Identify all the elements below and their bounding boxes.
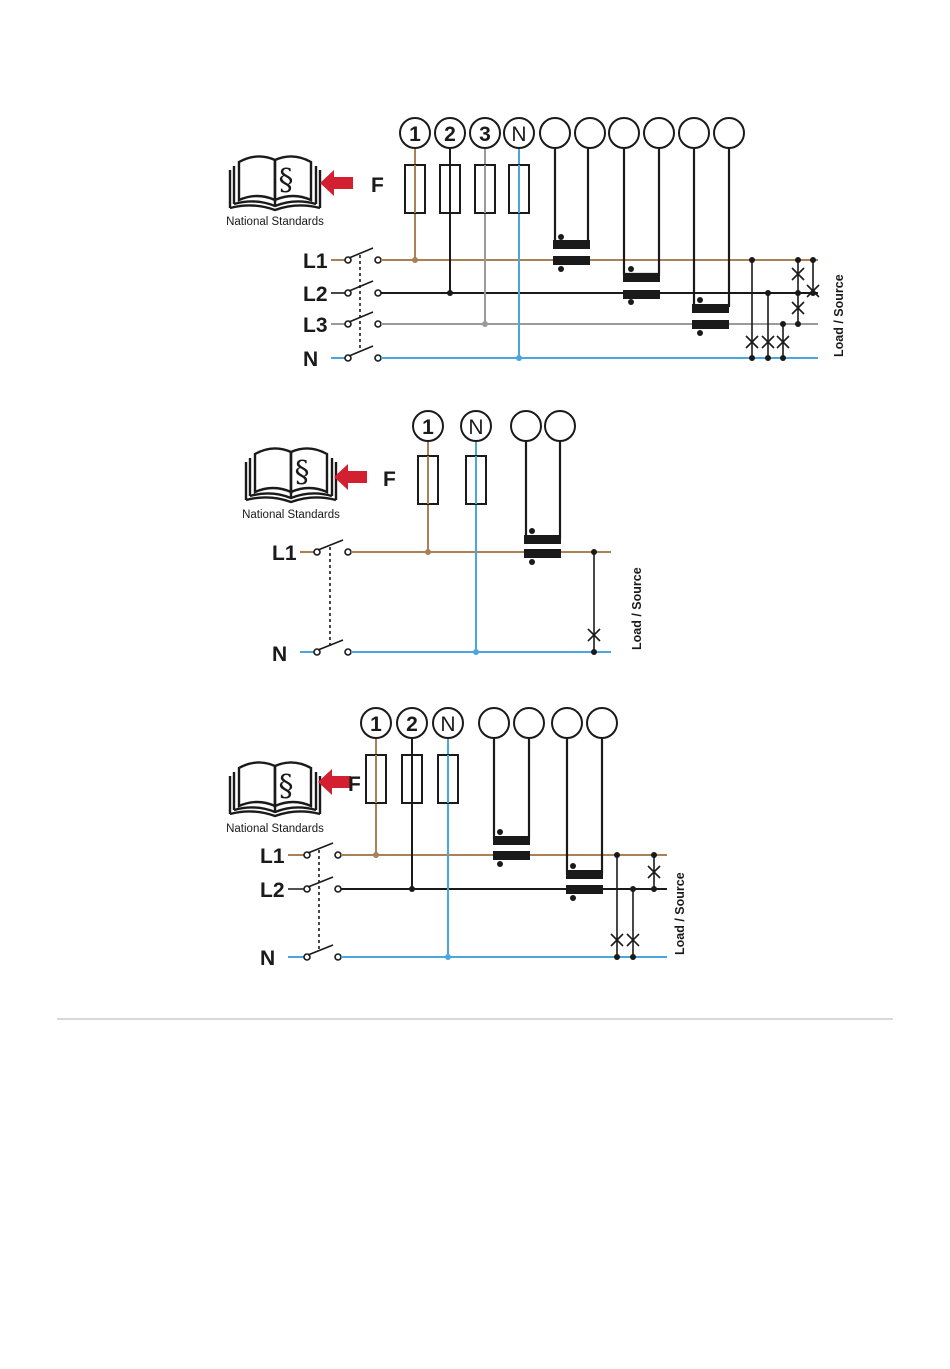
terminal-row: 1 2 3 N	[400, 118, 744, 148]
terminal-label: 2	[406, 713, 418, 736]
line-label-n: N	[272, 643, 287, 666]
terminal-label: N	[440, 713, 455, 736]
current-transformer	[553, 234, 729, 336]
isolation-switch	[288, 843, 341, 960]
terminal-label: 1	[409, 123, 421, 146]
terminal-row: 1 N	[413, 411, 575, 441]
terminal-label: 1	[422, 416, 434, 439]
diagram-split-phase: National Standards F L1 L2 N	[226, 708, 687, 970]
fuse-label: F	[371, 174, 384, 197]
isolation-switch	[300, 540, 351, 655]
arrow-left-icon	[318, 769, 351, 795]
load-protection	[746, 260, 819, 358]
load-source-label: Load / Source	[832, 274, 846, 357]
diagram-three-phase: National Standards F L1 L2 L3 N	[226, 118, 846, 371]
load-source-label: Load / Source	[630, 567, 644, 650]
line-label-l1: L1	[260, 845, 285, 868]
line-label-n: N	[303, 348, 318, 371]
diagram-single-phase: National Standards F L1 N	[242, 411, 644, 666]
line-label-l3: L3	[303, 314, 328, 337]
isolation-switch	[331, 248, 381, 361]
arrow-left-icon	[320, 170, 353, 196]
national-standards-book-icon	[246, 448, 336, 502]
terminal-label: N	[468, 416, 483, 439]
line-label-l2: L2	[260, 879, 285, 902]
line-label-n: N	[260, 947, 275, 970]
load-protection	[611, 855, 660, 957]
national-standards-label: National Standards	[226, 823, 324, 835]
terminal-label: N	[511, 123, 526, 146]
terminal-row: 1 2 N	[361, 708, 617, 738]
national-standards-label: National Standards	[242, 509, 340, 521]
line-label-l1: L1	[272, 542, 297, 565]
national-standards-book-icon	[230, 762, 320, 816]
load-source-label: Load / Source	[673, 872, 687, 955]
line-label-l2: L2	[303, 283, 328, 306]
national-standards-label: National Standards	[226, 216, 324, 228]
terminal-label: 1	[370, 713, 382, 736]
fuse-label: F	[383, 468, 396, 491]
fuse	[405, 165, 529, 213]
national-standards-book-icon	[230, 156, 320, 210]
arrow-left-icon	[334, 464, 367, 490]
terminal-label: 2	[444, 123, 456, 146]
terminal-label: 3	[479, 123, 491, 146]
current-transformer	[524, 528, 561, 565]
fuse-label: F	[348, 773, 361, 796]
current-transformer	[493, 829, 603, 901]
load-protection	[588, 552, 600, 652]
line-label-l1: L1	[303, 250, 328, 273]
